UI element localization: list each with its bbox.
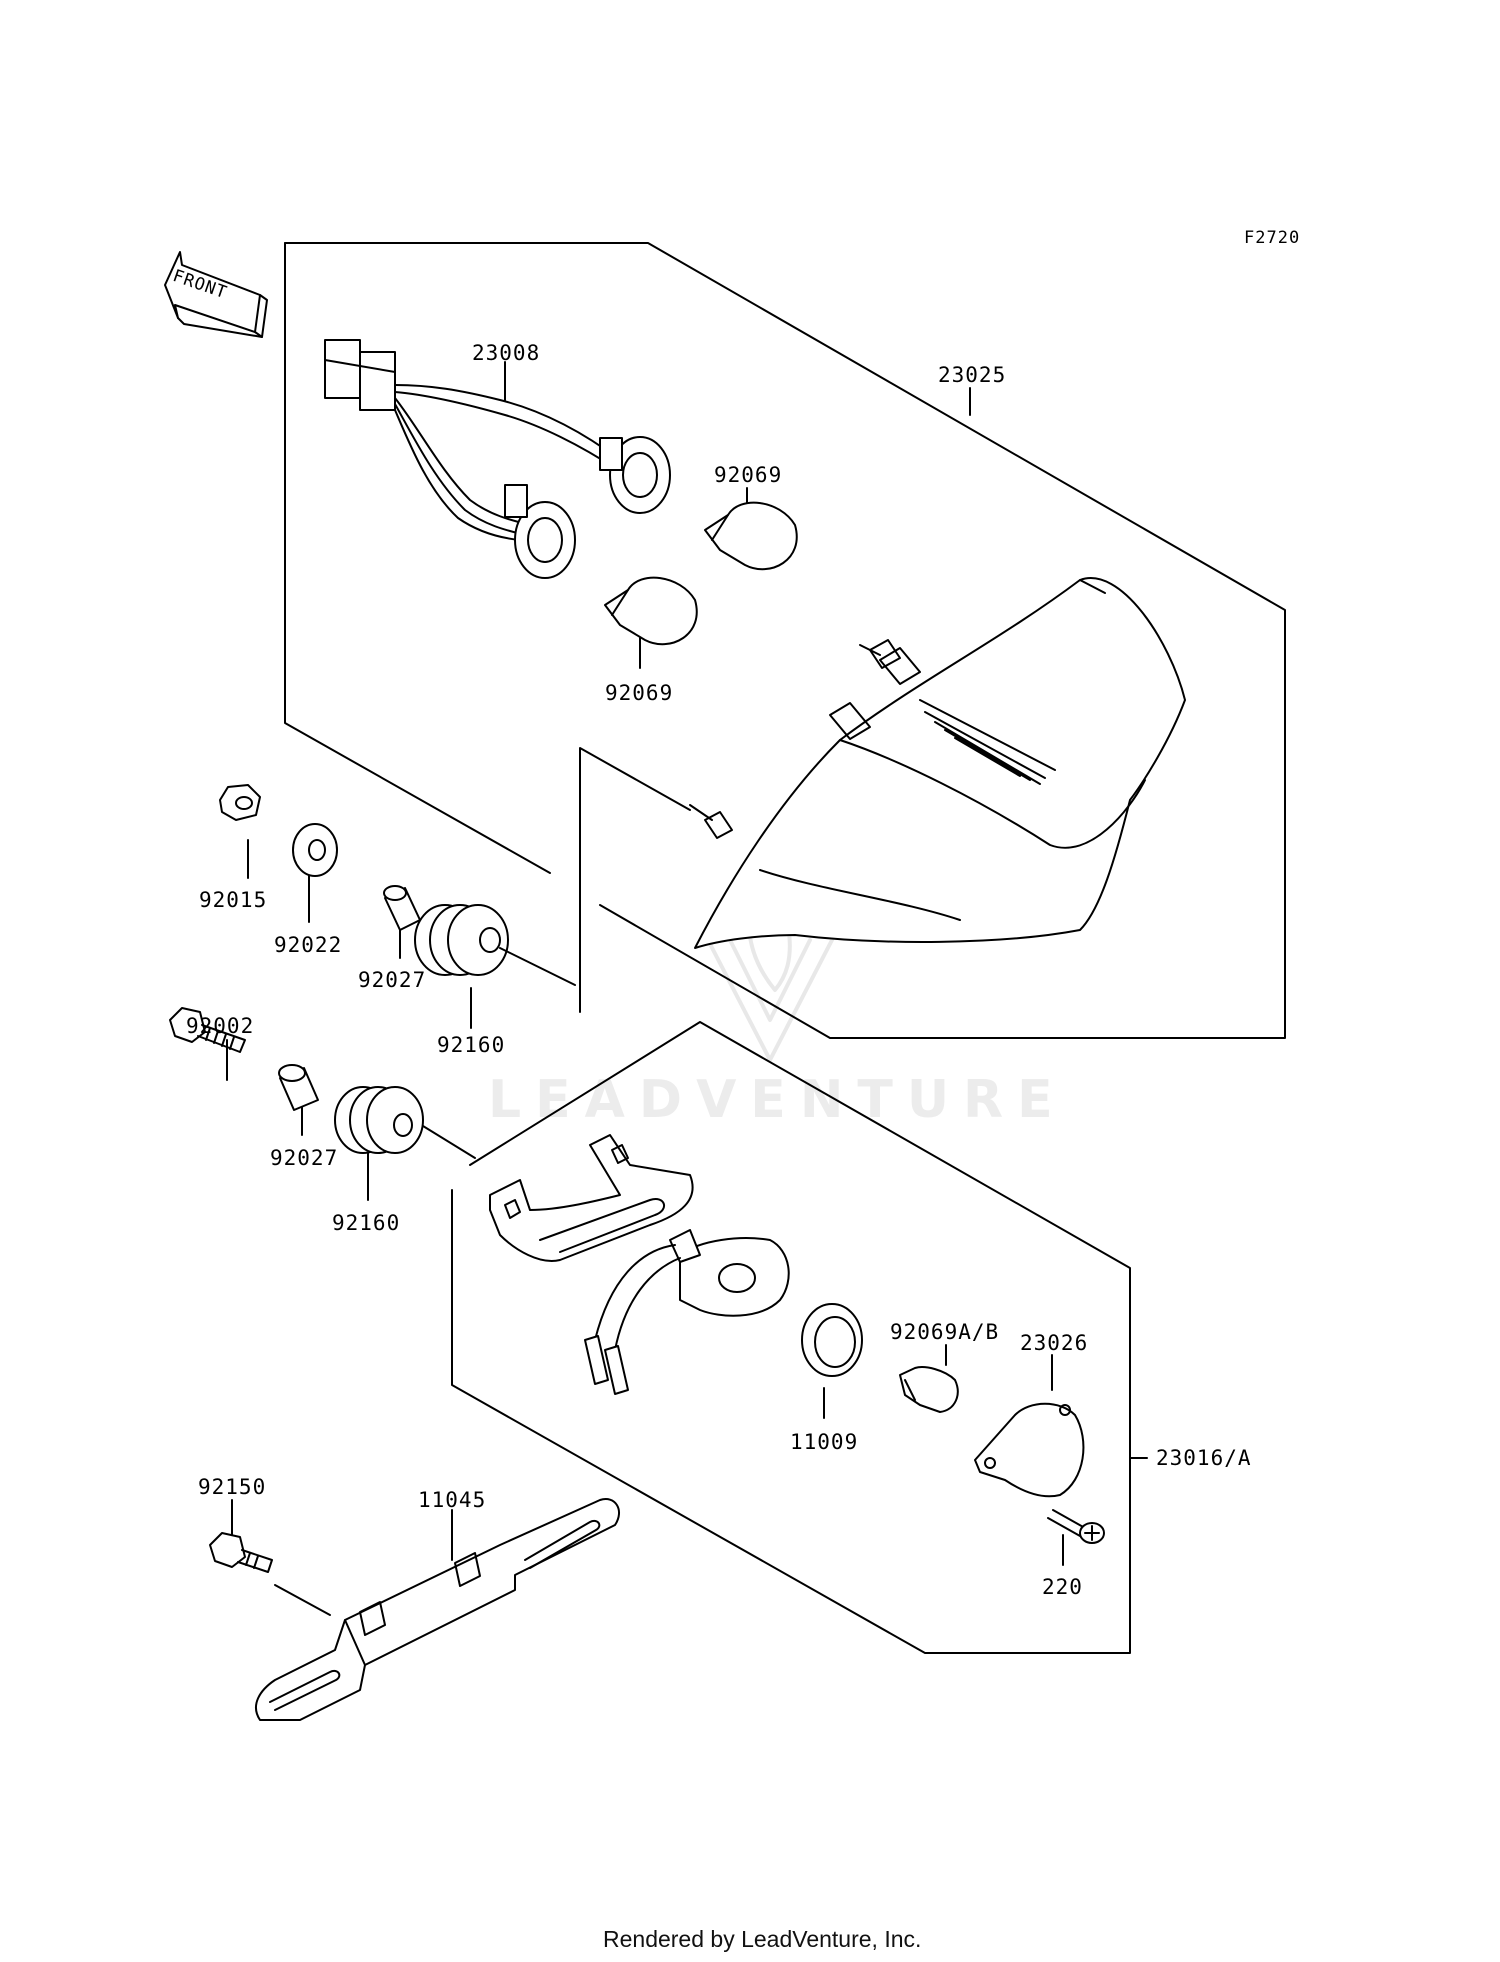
figure-id: F2720 <box>1244 228 1301 248</box>
frame-23025 <box>284 242 1286 1039</box>
callout-23016a: 23016/A <box>1156 1446 1252 1470</box>
license-bracket <box>489 1134 694 1262</box>
nut-92015 <box>219 784 261 821</box>
bulb-92069-lower <box>604 576 698 646</box>
collar-92027-lower <box>278 1064 319 1111</box>
bulb-92069ab <box>899 1366 959 1413</box>
leader-lines <box>226 361 1064 1616</box>
watermark: LEADVENTURE <box>488 1070 1067 1130</box>
footer-credit: Rendered by LeadVenture, Inc. <box>603 1926 922 1952</box>
front-arrow-icon <box>164 251 268 338</box>
callout-92069-lower: 92069 <box>605 681 674 705</box>
grommet-92160-upper <box>414 904 576 986</box>
callout-92015: 92015 <box>199 888 268 912</box>
gasket-11009 <box>801 1303 863 1377</box>
callout-92069ab: 92069A/B <box>890 1320 1000 1344</box>
collar-92027-upper <box>383 885 421 931</box>
bulb-92069-upper <box>704 501 798 571</box>
callout-23008: 23008 <box>472 341 541 365</box>
callout-92002: 92002 <box>186 1014 255 1038</box>
callout-92069-upper: 92069 <box>714 463 783 487</box>
callout-11045: 11045 <box>418 1488 487 1512</box>
callout-23026: 23026 <box>1020 1331 1089 1355</box>
lens-23026 <box>974 1402 1085 1498</box>
bolt-92002 <box>169 1007 246 1053</box>
callout-92150: 92150 <box>198 1475 267 1499</box>
bracket-11045 <box>255 1498 620 1721</box>
screw-220 <box>1047 1509 1105 1544</box>
callout-92027-lower: 92027 <box>270 1146 339 1170</box>
callout-11009: 11009 <box>790 1430 859 1454</box>
bolt-92150 <box>209 1532 273 1573</box>
wiring-harness-23008 <box>324 339 671 579</box>
callout-92160-upper: 92160 <box>437 1033 506 1057</box>
grommet-92160-lower <box>334 1086 424 1154</box>
callout-92022: 92022 <box>274 933 343 957</box>
callout-92027-upper: 92027 <box>358 968 427 992</box>
frame-23016a <box>451 1021 1148 1654</box>
washer-92022 <box>292 823 338 877</box>
callout-220: 220 <box>1042 1575 1083 1599</box>
callout-92160-lower: 92160 <box>332 1211 401 1235</box>
tail-light-23025 <box>689 577 1186 949</box>
callout-23025: 23025 <box>938 363 1007 387</box>
bulb-socket <box>584 1229 790 1395</box>
